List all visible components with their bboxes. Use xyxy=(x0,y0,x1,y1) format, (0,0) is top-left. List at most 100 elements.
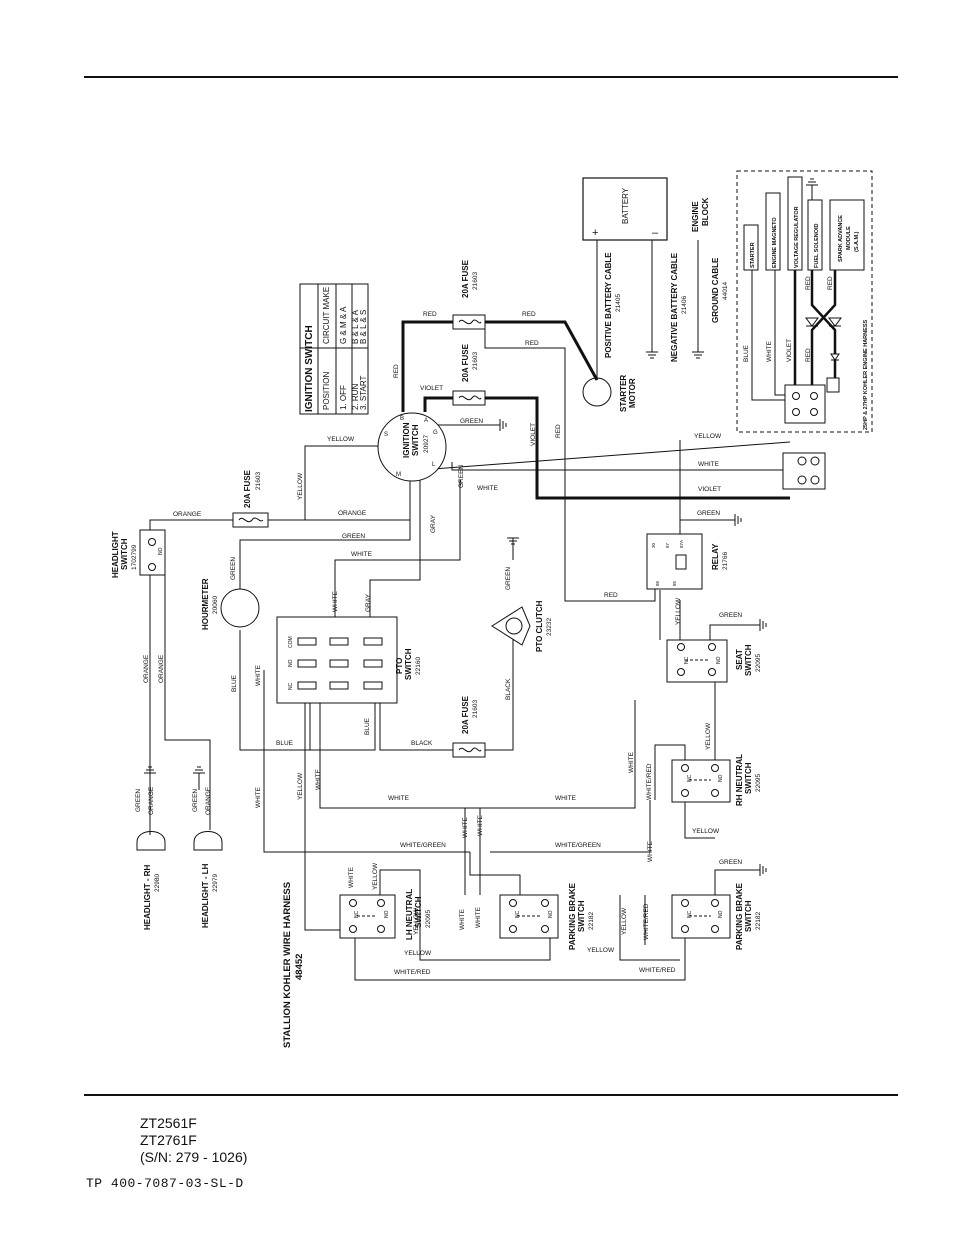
seat-switch: NC NO SEAT SWITCH 22095 xyxy=(666,639,762,683)
wl-green-1: GREEN xyxy=(460,418,483,425)
spark-advance-line3: (S.A.M.) xyxy=(854,231,860,252)
white-engine-wire xyxy=(774,270,795,396)
wl-white-13: WHITE xyxy=(348,866,355,888)
wl-white-1: WHITE xyxy=(698,461,720,468)
wl-white-red-4: WHITE/RED xyxy=(643,903,650,940)
model-2: ZT2761F xyxy=(140,1132,197,1148)
ignition-row-2-circuit: B & L & A xyxy=(351,309,360,344)
headlight-lh-part: 22979 xyxy=(212,874,219,892)
engine-module-magneto: ENGINE MAGNETO xyxy=(772,217,778,268)
ign-terminal-l: L xyxy=(432,462,436,468)
relay-pin-87a: 87A xyxy=(679,540,684,548)
top-rule xyxy=(84,76,898,78)
yellow-ign-wire xyxy=(304,445,385,520)
pto-switch-part: 22160 xyxy=(415,657,422,675)
engine-block-line1: ENGINE xyxy=(691,201,700,232)
pto-switch-line2: SWITCH xyxy=(404,648,413,680)
ignition-row-1-pos: 1. OFF xyxy=(339,385,348,410)
wl-green-4: GREEN xyxy=(230,557,237,580)
wl-green-5: GREEN xyxy=(505,567,512,590)
wl-white-15: WHITE xyxy=(475,906,482,928)
rh-neutral-switch: NC NO RH NEUTRAL SWITCH 22095 xyxy=(671,754,762,806)
wl-orange-5: ORANGE xyxy=(148,786,155,815)
positive-cable-label: POSITIVE BATTERY CABLE xyxy=(604,252,613,358)
fuse-top: 20A FUSE 21603 xyxy=(452,259,486,330)
headlight-rh-label: HEADLIGHT - RH xyxy=(143,864,152,930)
ignition-switch-line2: SWITCH xyxy=(411,424,420,456)
wl-violet-2: VIOLET xyxy=(530,423,537,446)
blue-engine-wire xyxy=(751,270,785,401)
rh-neutral-line2: SWITCH xyxy=(744,762,753,794)
fuse-mid: 20A FUSE 21603 xyxy=(452,343,486,406)
relay-pin-30: 30 xyxy=(651,542,656,548)
fuse-left: 20A FUSE 21603 xyxy=(232,469,269,528)
engine-harness-label: 25HP & 27HP KOHLER ENGINE HARNESS xyxy=(863,320,869,430)
starter-motor: STARTER MOTOR xyxy=(582,375,637,412)
wl-yellow-4: YELLOW xyxy=(675,597,682,625)
red-engine-wire-2 xyxy=(810,270,837,385)
lh-neutral-switch: NC NO LH NEUTRAL SWITCH 22095 xyxy=(339,889,432,940)
pto-row-nc: NC xyxy=(288,682,294,690)
headlight-switch-part: 1702799 xyxy=(131,544,138,570)
yellow-pb-wire xyxy=(619,895,680,961)
pb-right-part: 22182 xyxy=(755,912,762,930)
headlight-switch: NO HEADLIGHT SWITCH 1702799 xyxy=(111,529,166,578)
fuse-bottom-part: 21603 xyxy=(472,700,479,718)
gray-ign-wire xyxy=(369,480,421,640)
ignition-table: IGNITION SWITCH POSITION CIRCUIT MAKE 1.… xyxy=(299,283,369,415)
positive-cable-part: 21405 xyxy=(615,294,622,312)
negative-cable-label: NEGATIVE BATTERY CABLE xyxy=(670,252,679,362)
wl-violet-4: VIOLET xyxy=(786,339,793,362)
battery-cables: POSITIVE BATTERY CABLE 21405 NEGATIVE BA… xyxy=(604,252,729,362)
wl-blue-2: BLUE xyxy=(276,740,294,747)
pto-clutch: PTO CLUTCH 23232 xyxy=(491,600,553,652)
wl-white-red-2: WHITE/RED xyxy=(394,969,431,976)
ignition-table-header-position: POSITION xyxy=(322,372,331,410)
fuse-left-label: 20A FUSE xyxy=(243,469,252,508)
ignition-table-header-circuit: CIRCUIT MAKE xyxy=(322,287,331,344)
headlight-rh: HEADLIGHT - RH 22980 xyxy=(136,830,166,930)
ground-symbols xyxy=(144,178,818,876)
wl-red-9: RED xyxy=(805,348,812,362)
ground-cable-part: 44014 xyxy=(722,282,729,300)
black-wire xyxy=(379,630,514,751)
wl-green-6: GREEN xyxy=(697,510,720,517)
fuse-left-part: 21603 xyxy=(255,472,262,490)
wl-white-9: WHITE xyxy=(555,795,577,802)
relay-pin-85: 85 xyxy=(672,580,677,586)
relay: 30 87 87A 86 85 RELAY 21766 xyxy=(646,533,729,590)
wl-yellow-3: YELLOW xyxy=(694,433,722,440)
hourmeter: HOURMETER 20060 xyxy=(201,578,260,630)
lh-neutral-line2: SWITCH xyxy=(414,896,423,928)
fuse-bottom-label: 20A FUSE xyxy=(461,695,470,734)
wl-yellow-10: YELLOW xyxy=(404,950,432,957)
wl-white-red-3: WHITE/RED xyxy=(639,967,676,974)
wl-white-6: WHITE xyxy=(315,768,322,790)
battery: BATTERY + – xyxy=(582,177,668,241)
pb-right-nc: NC xyxy=(687,910,693,918)
wl-black-2: BLACK xyxy=(505,678,512,700)
engine-harness: STARTER ENGINE MAGNETO VOLTAGE REGULATOR… xyxy=(736,170,873,433)
wl-white-16: WHITE xyxy=(647,840,654,862)
wl-white-10: WHITE xyxy=(628,751,635,773)
ign-terminal-m: M xyxy=(396,472,401,478)
wl-white-11: WHITE xyxy=(462,816,469,838)
ignition-table-title: IGNITION SWITCH xyxy=(304,325,315,412)
wl-red-6: RED xyxy=(604,592,618,599)
pb-mid-no: NO xyxy=(548,910,554,918)
wl-white-8: WHITE xyxy=(388,795,410,802)
relay-pin-87: 87 xyxy=(665,542,670,548)
headlight-switch-line2: SWITCH xyxy=(120,538,129,570)
white-pto-wire xyxy=(263,670,470,853)
model-list: ZT2561F ZT2761F (S/N: 279 - 1026) xyxy=(140,1115,247,1166)
headlight-lh: HEADLIGHT - LH 22979 xyxy=(193,831,223,928)
rh-neutral-nc: NC xyxy=(687,774,693,782)
pto-clutch-label: PTO CLUTCH xyxy=(535,600,544,652)
fuse-top-part: 21603 xyxy=(472,272,479,290)
green-park-wire xyxy=(714,869,760,895)
ignition-switch: IGNITION SWITCH 20927 B A S G M L xyxy=(377,412,447,482)
pto-row-com: COM xyxy=(288,636,294,648)
wl-green-9: GREEN xyxy=(135,789,142,812)
wl-yellow-1: YELLOW xyxy=(327,436,355,443)
ign-terminal-b: B xyxy=(400,416,404,422)
